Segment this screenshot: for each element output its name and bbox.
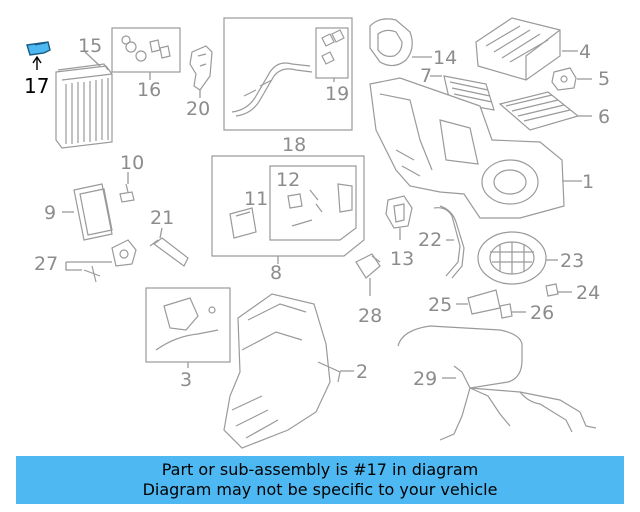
part-5-connector-icon[interactable]: [551, 67, 577, 91]
part-20-bracket-icon[interactable]: [189, 45, 213, 91]
callout-26[interactable]: 26: [530, 302, 554, 324]
part-10-bolt-icon[interactable]: [119, 183, 135, 203]
part-19-orings-icon[interactable]: [321, 29, 345, 65]
part-15-evaporator-icon[interactable]: [55, 63, 113, 149]
callout-25[interactable]: 25: [428, 294, 452, 316]
part-2-housing-icon[interactable]: [223, 293, 341, 449]
part-14-gasket-icon[interactable]: [369, 18, 413, 67]
callout-15[interactable]: 15: [78, 35, 102, 57]
callout-21[interactable]: 21: [150, 207, 174, 229]
callout-9[interactable]: 9: [44, 202, 56, 224]
callout-14[interactable]: 14: [433, 47, 457, 69]
callout-23[interactable]: 23: [560, 250, 584, 272]
callout-20[interactable]: 20: [186, 98, 210, 120]
part-3-linkage-icon[interactable]: [155, 297, 219, 351]
banner-line-disclaimer: Diagram may not be specific to your vehi…: [142, 480, 498, 499]
callout-6[interactable]: 6: [598, 106, 610, 128]
callout-4[interactable]: 4: [579, 41, 591, 63]
callout-2[interactable]: 2: [356, 361, 368, 383]
callout-18[interactable]: 18: [282, 134, 306, 156]
part-21-sensor-icon[interactable]: [149, 237, 189, 267]
callout-11[interactable]: 11: [244, 188, 268, 210]
callout-8[interactable]: 8: [270, 262, 282, 284]
callout-16[interactable]: 16: [137, 79, 161, 101]
callout-17[interactable]: 17: [24, 74, 49, 98]
part-28-bracket-icon[interactable]: [355, 253, 381, 279]
arrow-17: [32, 55, 42, 64]
callout-13[interactable]: 13: [390, 248, 414, 270]
part-8-frame: [211, 155, 365, 257]
callout-24[interactable]: 24: [576, 282, 600, 304]
callout-12[interactable]: 12: [276, 169, 300, 191]
callout-19[interactable]: 19: [325, 83, 349, 105]
banner-line-part-number: Part or sub-assembly is #17 in diagram: [161, 460, 479, 479]
part-17-icon[interactable]: [26, 41, 51, 56]
part-13-gasket-icon[interactable]: [385, 195, 413, 229]
callout-3[interactable]: 3: [180, 369, 192, 391]
part-6-filter-icon[interactable]: [498, 91, 580, 131]
callout-7[interactable]: 7: [420, 65, 432, 87]
part-24-screw-icon[interactable]: [545, 283, 559, 297]
part-25-resistor-icon[interactable]: [467, 289, 501, 315]
part-16-seals-icon[interactable]: [121, 35, 171, 62]
part-26-screw-icon[interactable]: [499, 303, 513, 319]
part-16-frame: [111, 27, 181, 73]
part-18-ac-line-icon[interactable]: [231, 62, 313, 117]
part-18-frame: [223, 17, 353, 131]
part-19-frame: [315, 27, 349, 79]
callout-5[interactable]: 5: [598, 68, 610, 90]
parts-diagram: 17 15 16 20 19 18: [24, 17, 610, 449]
part-29-harness-icon[interactable]: [397, 325, 597, 441]
part-12-frame: [269, 165, 357, 241]
part-9-filter-icon[interactable]: [73, 183, 113, 241]
part-22-hose-icon[interactable]: [433, 205, 465, 279]
callout-1[interactable]: 1: [582, 171, 594, 193]
part-11-module-icon[interactable]: [229, 207, 257, 239]
callout-10[interactable]: 10: [120, 152, 144, 174]
callout-29[interactable]: 29: [413, 368, 437, 390]
part-1-housing-icon[interactable]: [369, 77, 565, 219]
callout-22[interactable]: 22: [418, 229, 442, 251]
callout-28[interactable]: 28: [358, 305, 382, 327]
part-4-module-icon[interactable]: [475, 17, 561, 81]
callout-27[interactable]: 27: [34, 253, 58, 275]
info-banner: Part or sub-assembly is #17 in diagram D…: [16, 456, 624, 504]
part-23-blower-icon[interactable]: [477, 231, 547, 285]
part-12-hardware-icon[interactable]: [287, 183, 353, 227]
part-27-actuator-icon[interactable]: [83, 239, 137, 283]
